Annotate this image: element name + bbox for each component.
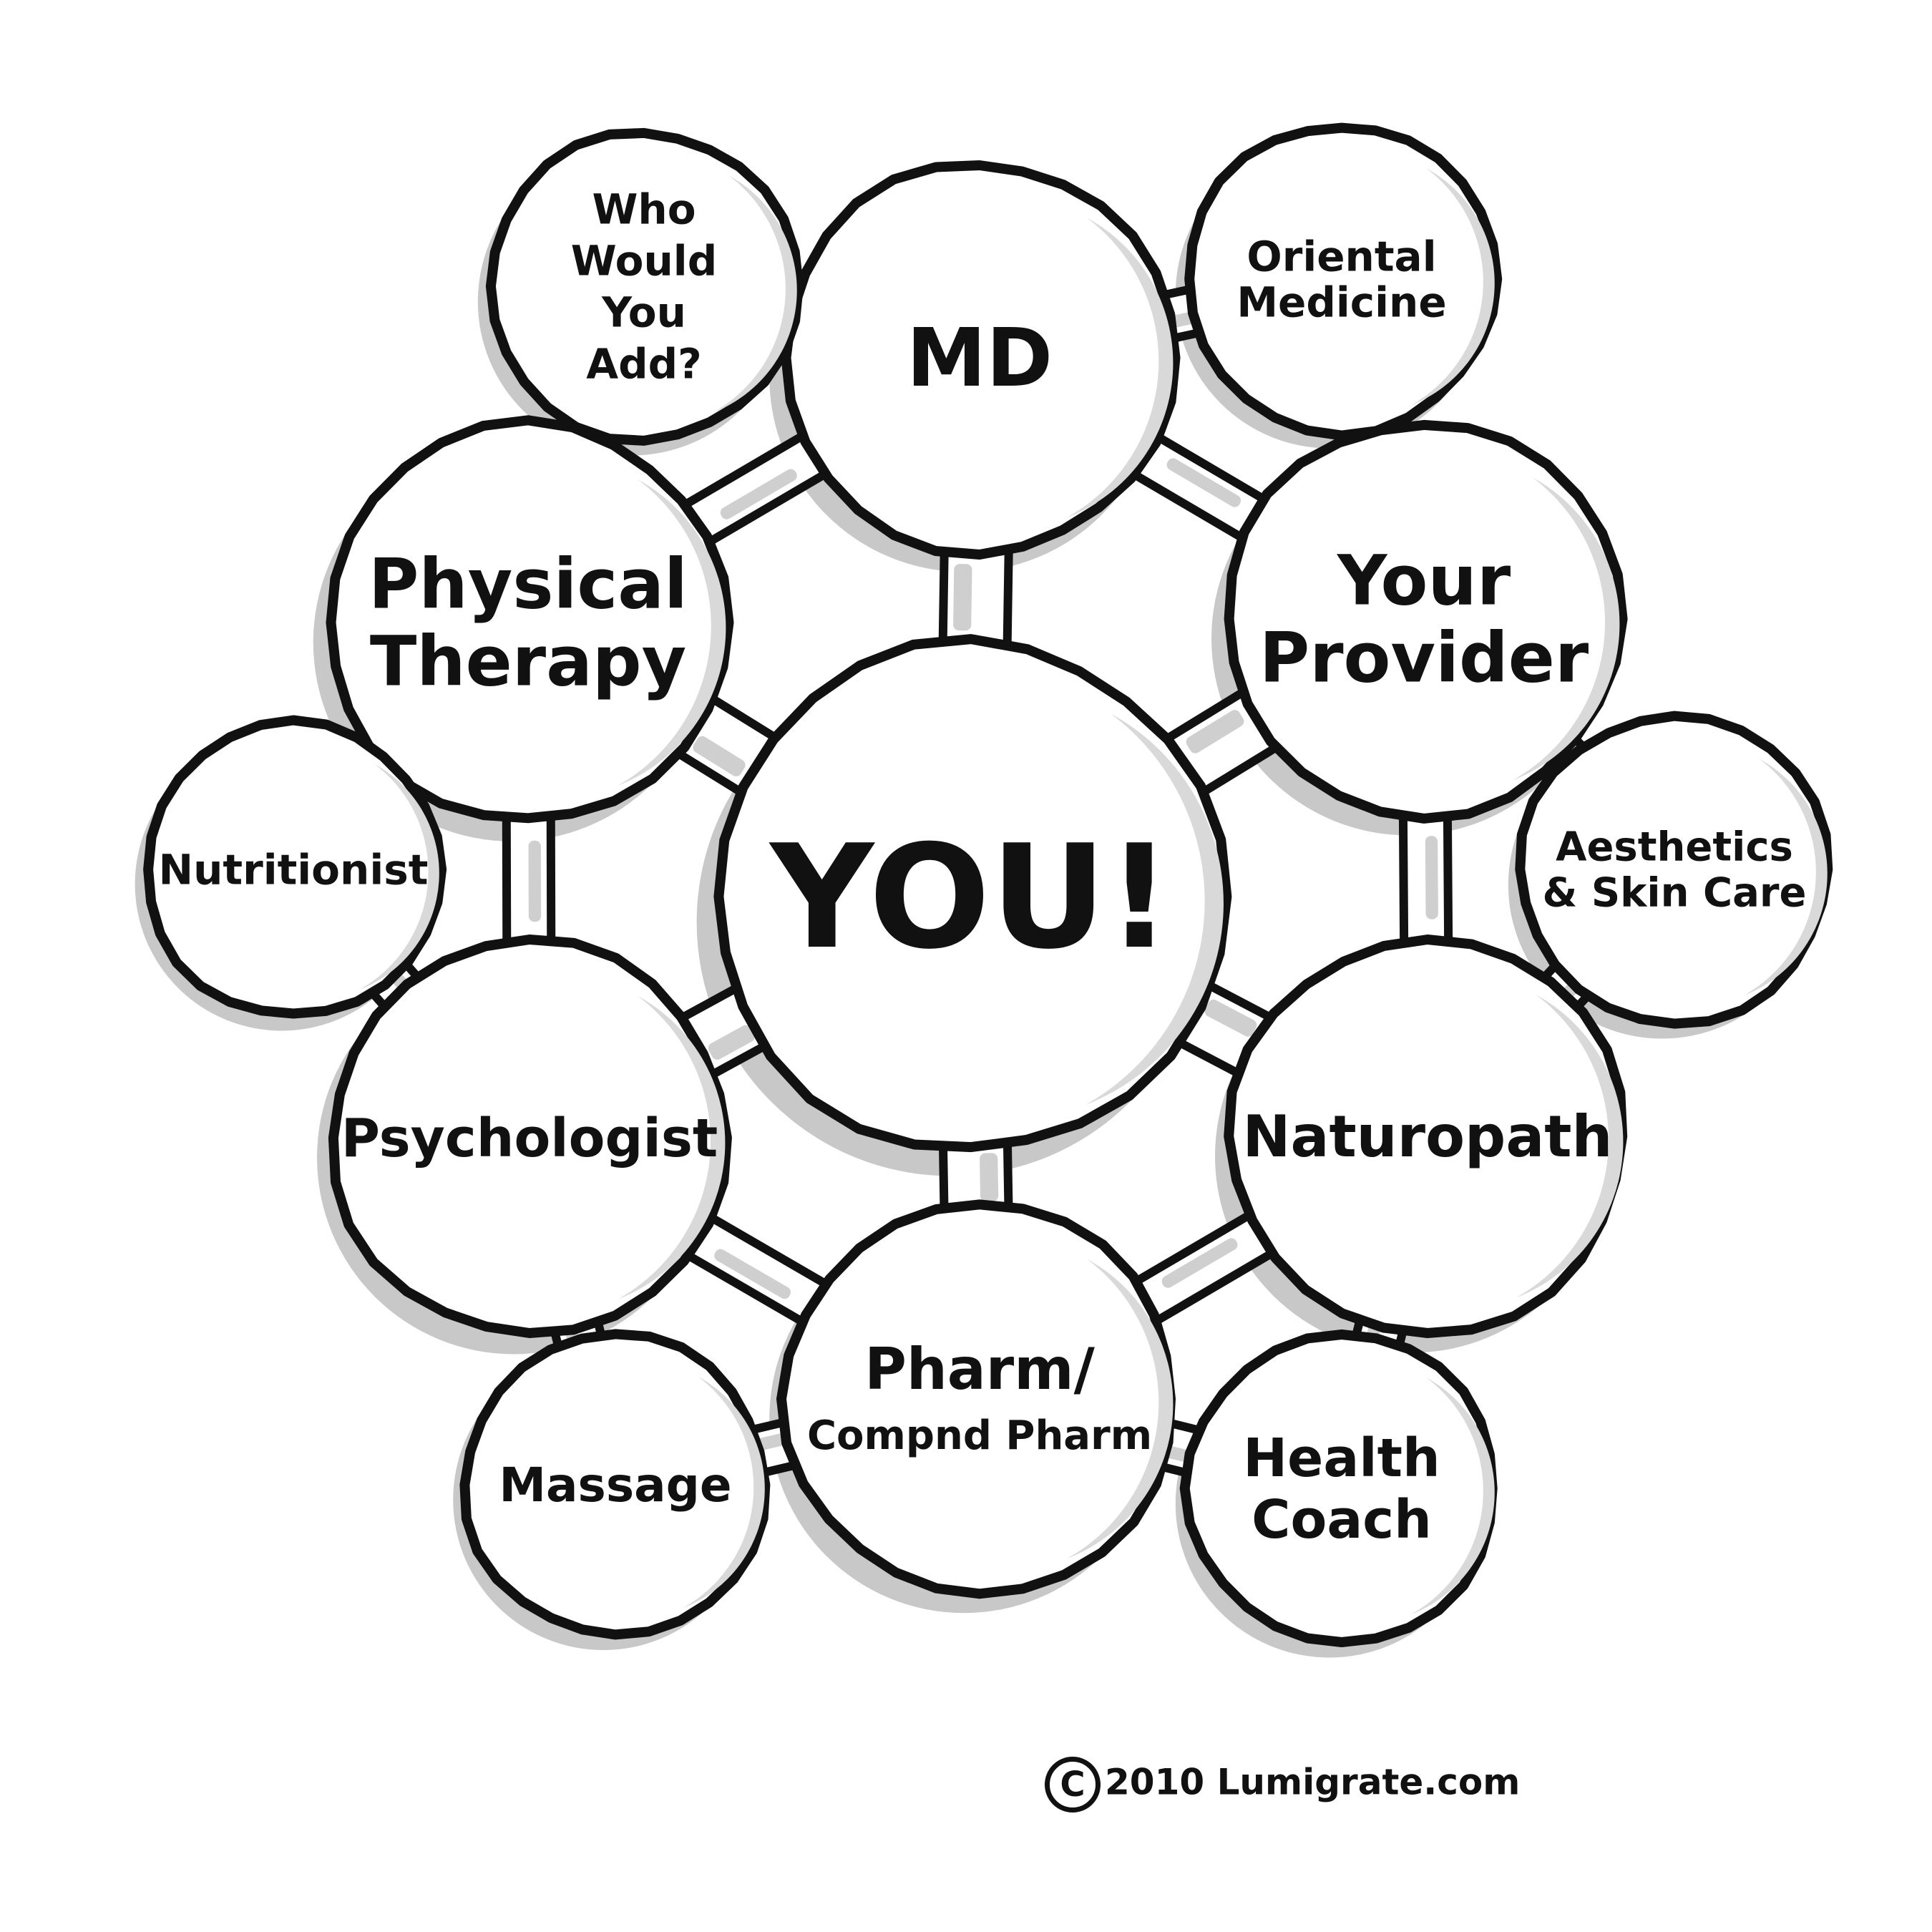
aesthetics-label-line: Aesthetics — [1556, 824, 1793, 871]
your-provider-bubble — [1224, 419, 1628, 824]
pharm-label-line: Pharm/ — [864, 1336, 1095, 1402]
your-provider-label-line: Your — [1337, 541, 1511, 621]
psychologist-bubble — [328, 935, 732, 1338]
physical-therapy-bubble — [326, 415, 734, 824]
who-would-you-add-label-line: Would — [571, 236, 717, 285]
naturopath-label-line: Naturopath — [1243, 1103, 1613, 1170]
who-would-you-add-label-line: You — [601, 288, 686, 336]
naturopath-bubble — [1224, 935, 1628, 1338]
your-provider-label-line: Provider — [1259, 618, 1589, 698]
who-would-you-add-label-line: Add? — [586, 339, 702, 388]
oriental-medicine-bubble — [1184, 122, 1503, 441]
who-would-you-add-bubble — [485, 127, 804, 446]
pharm-label-line: Compnd Pharm — [807, 1413, 1152, 1459]
health-coach-bubble — [1179, 1330, 1498, 1647]
health-coach-label-line: Coach — [1252, 1489, 1432, 1551]
massage-bubble — [459, 1329, 771, 1640]
nutritionist-bubble — [143, 715, 447, 1019]
who-would-you-add-label-line: Who — [592, 185, 696, 233]
pharm-bubble — [776, 1199, 1176, 1599]
copyright-icon: C — [1045, 1757, 1101, 1813]
aesthetics-label-line: & Skin Care — [1543, 870, 1807, 917]
bubble-layer — [143, 122, 1833, 1647]
physical-therapy-label-line: Therapy — [370, 622, 686, 702]
nutritionist-label-line: Nutritionist — [159, 845, 429, 894]
psychologist-label-line: Psychologist — [341, 1108, 718, 1169]
oriental-medicine-label-line: Oriental — [1246, 232, 1436, 280]
health-coach-label-line: Health — [1243, 1428, 1440, 1489]
md-label-line: MD — [907, 312, 1053, 405]
oriental-medicine-label-line: Medicine — [1236, 278, 1446, 326]
massage-label-line: Massage — [499, 1458, 731, 1513]
label-layer: YOU! MD YourProviderNaturopathPharm/Compnd… — [159, 185, 1807, 1551]
center-bubble — [713, 634, 1232, 1153]
aesthetics-bubble — [1515, 711, 1833, 1029]
copyright-text: 2010 Lumigrate.com — [1105, 1761, 1521, 1803]
center-label: YOU! — [769, 814, 1171, 981]
physical-therapy-label-line: Physical — [369, 545, 688, 625]
